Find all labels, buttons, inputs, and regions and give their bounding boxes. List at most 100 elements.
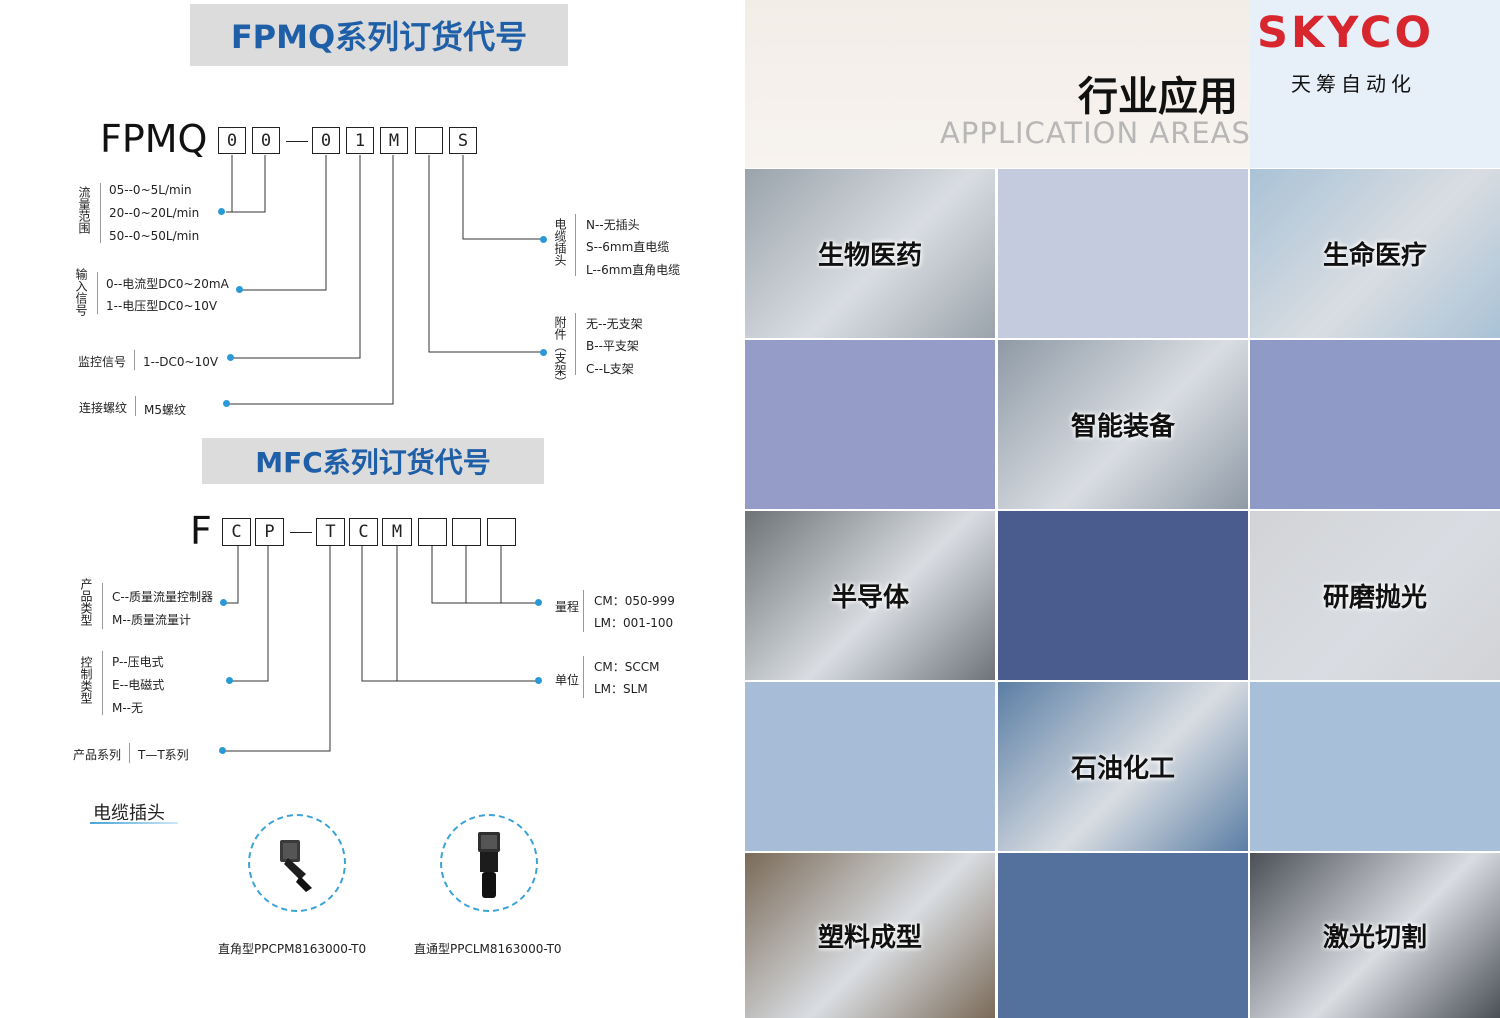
code-box: 0 <box>252 127 280 154</box>
applications-subtitle: APPLICATION AREAS <box>940 116 1251 150</box>
code-box: 0 <box>218 127 246 154</box>
unit-option: CM：SCCM <box>594 660 660 674</box>
title-underline <box>90 822 178 824</box>
control-type-label: 控制类型 <box>79 656 93 704</box>
monitor-signal-label: 监控信号 <box>78 355 127 369</box>
control-type-option: M--无 <box>112 701 144 715</box>
connector-dot <box>540 236 547 243</box>
application-tile: 石油化工 <box>998 682 1248 851</box>
color-tile <box>1250 340 1500 509</box>
color-tile <box>745 340 995 509</box>
thread-label: 连接螺纹 <box>79 401 128 415</box>
bracket <box>575 214 576 276</box>
code-dash <box>286 141 308 142</box>
input-signal-label: 输入信号 <box>74 268 88 316</box>
unit-option: LM：SLM <box>594 682 648 696</box>
input-option: 1--电压型DC0~10V <box>106 299 218 313</box>
application-tile: 半导体 <box>745 511 995 680</box>
connector-caption: 直通型PPCLM8163000-T0 <box>414 942 562 956</box>
connector-dot <box>535 677 542 684</box>
cable-plug-label: 电缆插头 <box>553 218 567 266</box>
applications-title: 行业应用 <box>1078 74 1238 120</box>
input-option: 0--电流型DC0~20mA <box>106 277 229 291</box>
unit-label: 单位 <box>555 673 580 687</box>
monitor-value: 1--DC0~10V <box>143 355 219 369</box>
product-series-value: T—T系列 <box>138 748 189 762</box>
code-dash <box>290 532 312 533</box>
accessory-option: 无--无支架 <box>586 317 643 331</box>
color-tile <box>998 169 1248 338</box>
straight-connector-icon <box>478 832 500 898</box>
code-box: C <box>349 518 378 546</box>
range-option: CM：050-999 <box>594 594 675 608</box>
connector-dot <box>218 208 225 215</box>
bracket <box>97 272 98 314</box>
control-type-option: E--电磁式 <box>112 678 165 692</box>
range-option: LM：001-100 <box>594 616 674 630</box>
application-tile: 塑料成型 <box>745 853 995 1018</box>
connector-dot <box>220 599 227 606</box>
bracket <box>129 743 130 763</box>
code-box <box>487 518 516 546</box>
code-box <box>415 127 443 154</box>
mfc-code-prefix: F <box>190 509 212 553</box>
bracket <box>575 313 576 375</box>
product-type-label: 产品类型 <box>79 578 93 626</box>
code-box <box>452 518 481 546</box>
code-box: T <box>316 518 345 546</box>
accessory-option: B--平支架 <box>586 339 639 353</box>
connector-dot <box>236 286 243 293</box>
code-box: 1 <box>346 127 374 154</box>
product-type-option: C--质量流量控制器 <box>112 590 214 604</box>
connector-dot <box>226 677 233 684</box>
application-tile-label: 石油化工 <box>1070 754 1175 784</box>
connector-lines <box>225 155 543 752</box>
connector-caption: 直角型PPCPM8163000-T0 <box>218 942 367 956</box>
bracket <box>100 183 101 243</box>
color-tile <box>745 682 995 851</box>
bracket <box>135 396 136 416</box>
accessory-label: 附件（支架） <box>553 316 567 388</box>
application-tile-label: 生命医疗 <box>1322 241 1427 271</box>
application-tile-label: 智能装备 <box>1070 412 1175 442</box>
application-tile-label: 生物医药 <box>817 241 922 271</box>
application-tile: 生物医药 <box>745 169 995 338</box>
cable-option: N--无插头 <box>586 218 640 232</box>
flow-option: 05--0~5L/min <box>109 183 192 197</box>
accessory-option: C--L支架 <box>586 362 634 376</box>
color-tile <box>1250 682 1500 851</box>
code-box: P <box>255 518 284 546</box>
connector-dot <box>227 354 234 361</box>
application-tile-label: 半导体 <box>830 583 909 613</box>
connectors-title: 电缆插头 <box>93 803 165 824</box>
color-tile <box>998 511 1248 680</box>
connector-image-frame <box>248 814 346 912</box>
brand-name-cn: 天筹自动化 <box>1291 72 1416 96</box>
brand-logo: SKYCO <box>1257 8 1435 58</box>
bracket <box>134 350 135 370</box>
fpmq-section-title: FPMQ系列订货代号 <box>190 4 568 66</box>
logo-panel <box>1250 0 1500 168</box>
bracket <box>102 583 103 629</box>
flow-range-label: 流量范围 <box>77 186 91 234</box>
thread-value: M5螺纹 <box>144 403 186 417</box>
application-tile-label: 研磨抛光 <box>1322 583 1427 613</box>
connector-dot <box>535 599 542 606</box>
bracket <box>583 656 584 698</box>
bracket <box>583 590 584 632</box>
product-type-option: M--质量流量计 <box>112 613 192 627</box>
flow-option: 20--0~20L/min <box>109 206 200 220</box>
code-box: M <box>382 518 412 546</box>
cable-option: S--6mm直电缆 <box>586 240 670 254</box>
product-series-label: 产品系列 <box>73 748 122 762</box>
connector-dot <box>219 747 226 754</box>
control-type-option: P--压电式 <box>112 655 164 669</box>
cable-option: L--6mm直角电缆 <box>586 263 681 277</box>
application-tile: 生命医疗 <box>1250 169 1500 338</box>
range-label: 量程 <box>555 600 580 614</box>
bracket <box>102 651 103 715</box>
application-tile: 研磨抛光 <box>1250 511 1500 680</box>
color-tile <box>998 853 1248 1018</box>
header-background <box>745 0 1250 168</box>
order-code-page: FPMQ系列订货代号 FPMQ 0 0 0 1 M S 流量范围 05--0~5… <box>0 0 745 1018</box>
